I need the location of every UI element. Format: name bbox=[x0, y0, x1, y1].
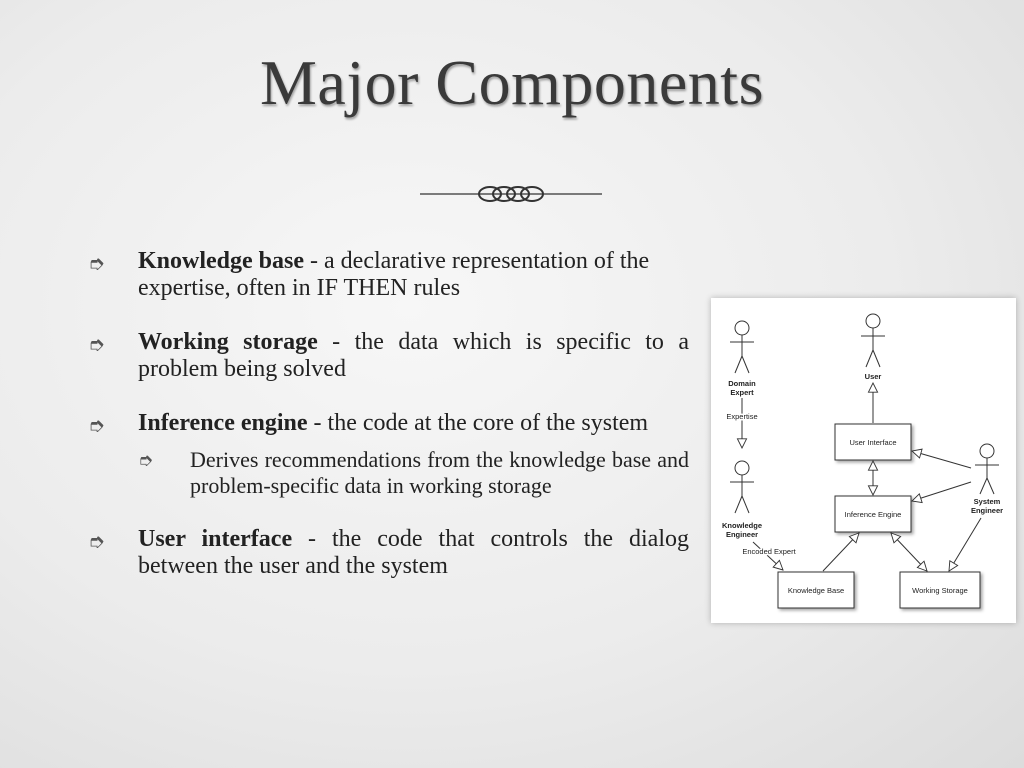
edge-sysengineer-to-working-storage bbox=[949, 517, 982, 571]
flourish-divider bbox=[420, 186, 602, 202]
bullet-arrow-icon: ➮ bbox=[88, 332, 105, 356]
bullet-arrow-icon: ➮ bbox=[88, 413, 105, 437]
bullet-text: - a declarative representation of the ex… bbox=[138, 248, 650, 301]
bullet-term: Knowledge base bbox=[138, 248, 305, 274]
actor-system-engineer-label-1: System bbox=[974, 497, 1001, 506]
bullet-inference-engine: ➮ Inference engine - the code at the cor… bbox=[88, 410, 689, 499]
edge-encoded-expert bbox=[752, 541, 783, 570]
bullet-user-interface: ➮ User interface - the code that control… bbox=[88, 526, 689, 580]
box-knowledge-base-label: Knowledge Base bbox=[788, 586, 844, 595]
bullet-knowledge-base: ➮ Knowledge base - a declarative represe… bbox=[88, 248, 689, 302]
sub-bullet: ➮ Derives recommendations from the knowl… bbox=[138, 447, 689, 499]
actor-domain-expert-icon bbox=[730, 320, 754, 374]
actor-knowledge-engineer-icon bbox=[730, 460, 754, 514]
edge-sysengineer-to-ui bbox=[912, 451, 972, 469]
box-working-storage: Working Storage bbox=[899, 571, 981, 609]
box-knowledge-base: Knowledge Base bbox=[777, 571, 855, 609]
bullet-text: - the data which is specific to a proble… bbox=[138, 329, 690, 382]
sub-bullet-text: Derives recommendations from the knowled… bbox=[190, 447, 689, 498]
actor-knowledge-engineer-label-2: Engineer bbox=[726, 530, 758, 539]
actor-domain-expert-label-2: Expert bbox=[730, 388, 754, 397]
bullet-arrow-icon: ➮ bbox=[88, 529, 105, 553]
sub-bullet-arrow-icon: ➮ bbox=[138, 450, 154, 471]
actor-system-engineer-label-2: Engineer bbox=[971, 506, 1003, 515]
edge-kb-to-inference bbox=[822, 533, 859, 572]
bullet-term: Working storage bbox=[138, 329, 318, 355]
edge-sysengineer-to-inference bbox=[912, 481, 972, 501]
uml-diagram: Domain Expert Expertise Knowledge Engine… bbox=[722, 313, 1003, 609]
actor-domain-expert-label-1: Domain bbox=[728, 379, 756, 388]
box-working-storage-label: Working Storage bbox=[912, 586, 968, 595]
uml-diagram-card: Domain Expert Expertise Knowledge Engine… bbox=[711, 298, 1016, 623]
box-inference-engine: Inference Engine bbox=[834, 495, 912, 533]
actor-user-icon bbox=[861, 313, 885, 368]
box-user-interface: User Interface bbox=[834, 423, 912, 461]
edge-label-expertise: Expertise bbox=[726, 412, 757, 421]
actor-knowledge-engineer-label-1: Knowledge bbox=[722, 521, 762, 530]
bullet-term: User interface bbox=[138, 526, 293, 552]
edge-inference-working-storage bbox=[891, 533, 927, 571]
edge-label-encoded-expert: Encoded Expert bbox=[742, 547, 796, 556]
bullet-list: ➮ Knowledge base - a declarative represe… bbox=[88, 248, 689, 607]
bullet-text: - the code at the core of the system bbox=[307, 410, 649, 436]
bullet-working-storage: ➮ Working storage - the data which is sp… bbox=[88, 329, 689, 383]
bullet-text: - the code that controls the dialog betw… bbox=[138, 526, 690, 579]
actor-user-label: User bbox=[865, 372, 882, 381]
actor-system-engineer-icon bbox=[975, 443, 999, 495]
slide-title: Major Components bbox=[260, 47, 764, 118]
bullet-arrow-icon: ➮ bbox=[88, 251, 105, 275]
bullet-term: Inference engine bbox=[138, 410, 308, 436]
box-inference-engine-label: Inference Engine bbox=[845, 510, 902, 519]
box-user-interface-label: User Interface bbox=[849, 438, 896, 447]
